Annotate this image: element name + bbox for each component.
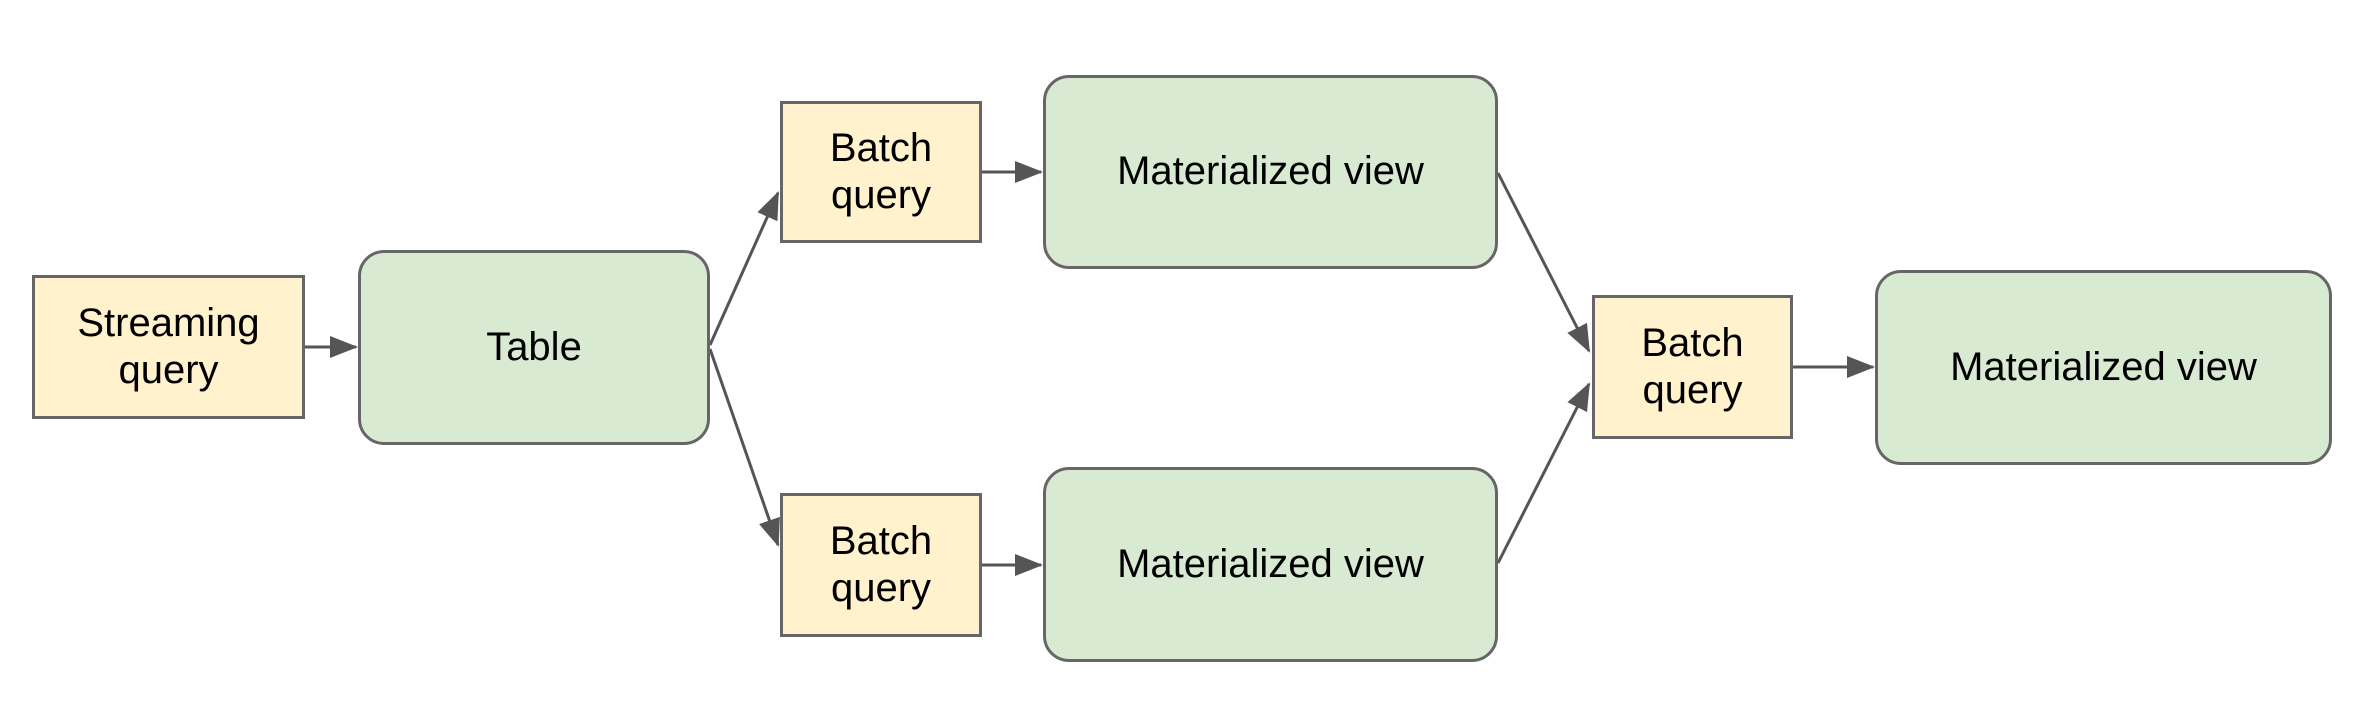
- node-streaming-query: Streaming query: [32, 275, 305, 419]
- node-materialized-view-bottom: Materialized view: [1043, 467, 1498, 662]
- node-batch-query-right: Batch query: [1592, 295, 1793, 439]
- edge-materialized-view-bottom-to-batch-query-right: [1496, 382, 1591, 564]
- node-streaming-query-label: Streaming query: [77, 300, 260, 392]
- node-table-label: Table: [486, 324, 582, 369]
- edge-materialized-view-top-to-batch-query-right: [1496, 172, 1591, 353]
- node-batch-query-bottom: Batch query: [780, 493, 982, 637]
- node-materialized-view-right-label: Materialized view: [1950, 344, 2257, 389]
- node-batch-query-top-label: Batch query: [829, 125, 933, 217]
- node-batch-query-bottom-label: Batch query: [829, 518, 933, 610]
- edge-table-to-batch-query-top: [708, 191, 780, 346]
- edge-table-to-batch-query-bottom: [708, 348, 780, 547]
- node-materialized-view-top: Materialized view: [1043, 75, 1498, 269]
- node-table: Table: [358, 250, 710, 445]
- node-batch-query-right-label: Batch query: [1641, 320, 1744, 412]
- node-batch-query-top: Batch query: [780, 101, 982, 243]
- node-materialized-view-right: Materialized view: [1875, 270, 2332, 465]
- node-materialized-view-top-label: Materialized view: [1117, 149, 1424, 194]
- node-materialized-view-bottom-label: Materialized view: [1117, 541, 1424, 586]
